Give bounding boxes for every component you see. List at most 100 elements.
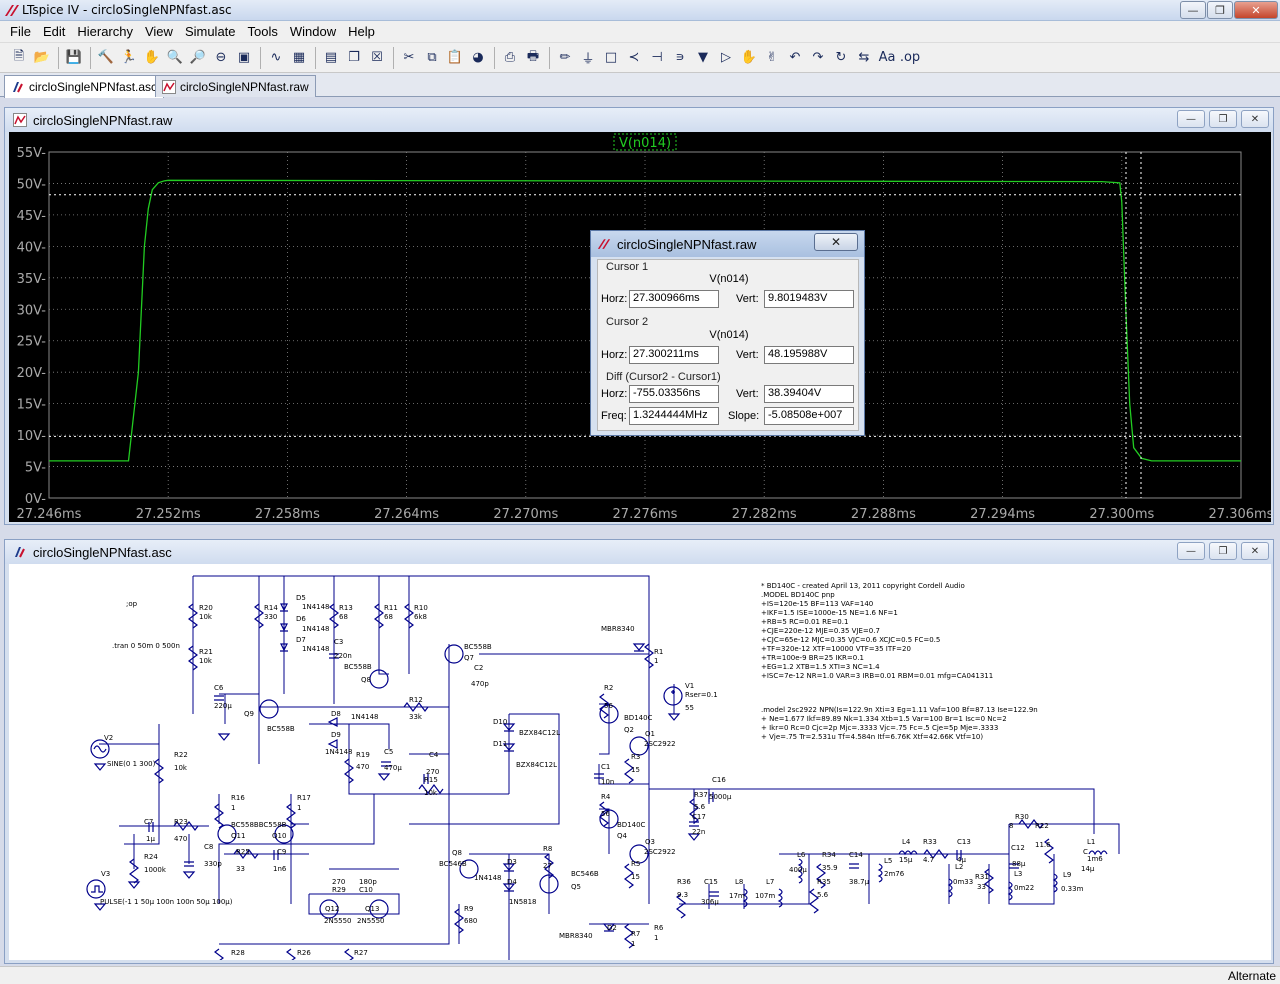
component-label[interactable]: BC546B — [571, 870, 599, 878]
component-label[interactable]: D2 — [607, 924, 617, 932]
component-label[interactable]: 6k8 — [414, 613, 427, 621]
open-icon[interactable]: 📂 — [33, 50, 51, 65]
component-label[interactable]: D3 — [507, 858, 517, 866]
component-label[interactable]: 1000k — [144, 866, 167, 874]
component-label[interactable]: C15 — [704, 878, 718, 886]
component-label[interactable]: R26 — [297, 949, 311, 957]
component-label[interactable]: 220n — [334, 652, 352, 660]
autorange-icon[interactable]: ∿ — [270, 50, 282, 65]
component-label[interactable]: 5.6 — [817, 891, 829, 899]
component-label[interactable]: Q8 — [452, 849, 462, 857]
component-label[interactable]: 10k — [424, 789, 438, 797]
component-label[interactable]: BC558B — [464, 643, 492, 651]
menu-help[interactable]: Help — [348, 24, 375, 39]
component-label[interactable]: 330 — [264, 613, 277, 621]
restore-button[interactable]: ❐ — [1209, 542, 1237, 560]
component-label[interactable]: D5 — [296, 594, 306, 602]
component-label[interactable]: 470µ — [384, 764, 402, 772]
component-label[interactable]: 180p — [359, 878, 377, 886]
menu-simulate[interactable]: Simulate — [184, 24, 236, 39]
save-icon[interactable]: 💾 — [65, 50, 83, 65]
component-label[interactable]: Q13 — [365, 905, 379, 913]
component-label[interactable]: V2 — [104, 734, 113, 742]
component-label[interactable]: 1µ — [146, 835, 155, 843]
component-label[interactable]: 330p — [204, 860, 222, 868]
component-label[interactable]: 107m — [755, 892, 775, 900]
restore-button[interactable]: ❐ — [1207, 1, 1233, 19]
component-label[interactable]: 56 — [601, 810, 610, 818]
component-label[interactable]: 470p — [471, 680, 489, 688]
trace-label[interactable]: V(n014) — [619, 136, 671, 151]
component-label[interactable]: R15 — [424, 776, 438, 784]
component-label[interactable]: SINE(0 1 300) — [107, 760, 156, 768]
component-label[interactable]: D10 — [493, 718, 507, 726]
run-icon[interactable]: 🏃 — [120, 50, 138, 65]
diode-icon[interactable]: ▼ — [698, 50, 708, 65]
capacitor-icon[interactable]: ⊣ — [651, 50, 663, 65]
component-label[interactable]: C10 — [359, 886, 373, 894]
component-label[interactable]: 2m76 — [884, 870, 905, 878]
rotate-icon[interactable]: ↻ — [835, 50, 847, 65]
cursor2-horz-field[interactable]: 27.300211ms — [629, 346, 719, 364]
ground-icon[interactable]: ⏚ — [581, 52, 595, 67]
tab-waveform[interactable]: circloSingleNPNfast.raw — [155, 75, 316, 97]
component-label[interactable]: 2N5550 — [324, 917, 352, 925]
close-all-icon[interactable]: ☒ — [371, 50, 383, 65]
menu-tools[interactable]: Tools — [247, 24, 278, 39]
control-panel-icon[interactable]: 🔨 — [97, 50, 115, 65]
label-icon[interactable]: □ — [604, 50, 618, 65]
component-label[interactable]: 400µ — [789, 866, 807, 874]
component-label[interactable]: R24 — [144, 853, 158, 861]
component-label[interactable]: V1 — [685, 682, 694, 690]
component-label[interactable]: C6 — [214, 684, 224, 692]
component-label[interactable]: C9 — [277, 848, 286, 856]
component-label[interactable]: R10 — [414, 604, 428, 612]
tile-icon[interactable]: ▤ — [324, 50, 338, 65]
component-label[interactable]: Q4 — [617, 832, 628, 840]
component-label[interactable]: 1N4148 — [351, 713, 379, 721]
component-label[interactable]: R3 — [631, 753, 640, 761]
component-label[interactable]: 5.6 — [694, 803, 706, 811]
component-label[interactable]: Q12 — [325, 905, 339, 913]
print-icon[interactable]: 🖶 — [526, 48, 540, 64]
component-label[interactable]: BD140C — [617, 821, 646, 829]
component-label[interactable]: Q10 — [272, 832, 286, 840]
component-label[interactable]: C7 — [144, 818, 153, 826]
zoom-in-icon[interactable]: 🔍 — [166, 50, 184, 65]
component-label[interactable]: R34 — [822, 851, 836, 859]
component-label[interactable]: 1 — [654, 657, 658, 665]
component-label[interactable]: 270 — [426, 768, 439, 776]
component-label[interactable]: 35.9 — [822, 864, 838, 872]
component-label[interactable]: 1 — [231, 804, 235, 812]
component-label[interactable]: 1 — [631, 940, 635, 948]
model-definitions[interactable]: * BD140C - created April 13, 2011 copyri… — [761, 582, 1038, 741]
new-schematic-icon[interactable]: 🗎 — [13, 48, 25, 64]
component-label[interactable]: 55 — [685, 704, 694, 712]
component-label[interactable]: MBR8340 — [601, 625, 635, 633]
component-label[interactable]: 4.7 — [923, 856, 934, 864]
component-label[interactable]: 88µ — [1012, 860, 1026, 868]
move-icon[interactable]: ✋ — [740, 50, 758, 65]
component-label[interactable]: BC558B — [267, 725, 295, 733]
menu-view[interactable]: View — [144, 24, 173, 39]
restore-button[interactable]: ❐ — [1209, 110, 1237, 128]
component-label[interactable]: R28 — [231, 949, 245, 957]
component-label[interactable]: 15 — [631, 766, 640, 774]
component-label[interactable]: D4 — [507, 878, 517, 886]
waveform-chart[interactable]: 0V-5V-10V-15V-20V-25V-30V-35V-40V-45V-50… — [9, 132, 1274, 522]
component-label[interactable]: R12 — [409, 696, 423, 704]
cut-icon[interactable]: ✂ — [403, 50, 415, 65]
component-label[interactable]: 0m33 — [953, 878, 973, 886]
component-label[interactable]: 5000µ — [709, 793, 732, 801]
series-line-v-n014[interactable] — [49, 179, 1241, 462]
component-label[interactable]: C5 — [384, 748, 393, 756]
component-label[interactable]: R9 — [464, 905, 473, 913]
component-label[interactable]: 11.6 — [1035, 841, 1051, 849]
find-icon[interactable]: ◕ — [472, 50, 484, 65]
menu-file[interactable]: File — [10, 24, 31, 39]
component-label[interactable]: 270 — [332, 878, 345, 886]
component-label[interactable]: C — [1083, 848, 1088, 856]
spice-directive[interactable]: ;op — [126, 600, 138, 608]
menu-window[interactable]: Window — [289, 24, 337, 39]
